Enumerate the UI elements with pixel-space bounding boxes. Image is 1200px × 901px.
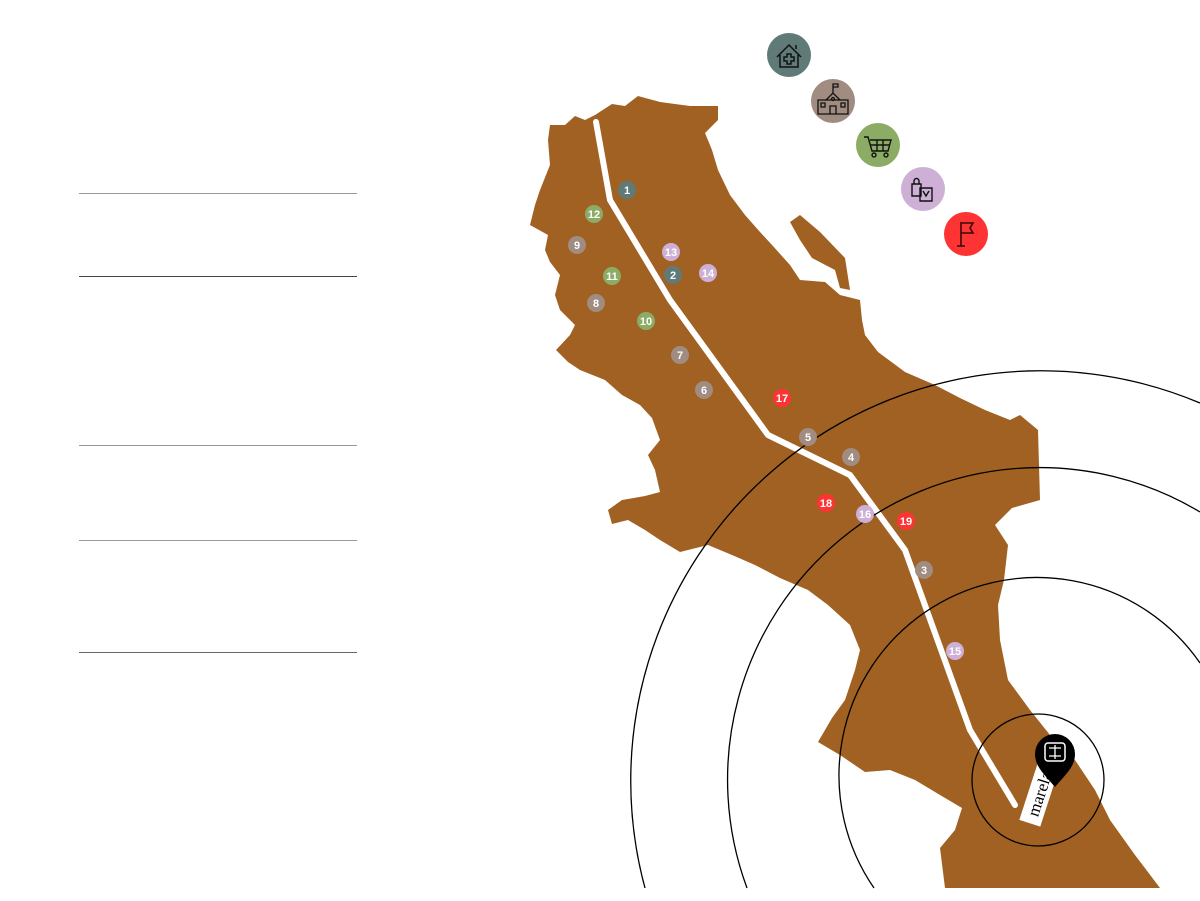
- poi-marker-label: 9: [574, 240, 580, 252]
- poi-marker-1[interactable]: 1: [618, 181, 636, 199]
- poi-marker-16[interactable]: 16: [856, 505, 874, 523]
- poi-marker-11[interactable]: 11: [603, 267, 621, 285]
- poi-marker-9[interactable]: 9: [568, 236, 586, 254]
- pin-emblem: [1044, 742, 1066, 762]
- poi-marker-label: 4: [848, 452, 855, 464]
- legend-shopping[interactable]: [901, 167, 945, 211]
- poi-marker-dot: [587, 294, 605, 312]
- poi-marker-label: 10: [640, 316, 652, 328]
- poi-marker-label: 14: [702, 268, 715, 280]
- poi-marker-dot: [664, 266, 682, 284]
- land-area: [530, 96, 1160, 888]
- flag-icon: [957, 222, 975, 247]
- poi-marker-label: 13: [665, 247, 677, 259]
- poi-marker-15[interactable]: 15: [946, 642, 964, 660]
- distance-ring: [838, 576, 1200, 889]
- poi-marker-12[interactable]: 12: [585, 205, 603, 223]
- poi-marker-6[interactable]: 6: [695, 381, 713, 399]
- poi-marker-dot: [856, 505, 874, 523]
- poi-marker-10[interactable]: 10: [637, 312, 655, 330]
- poi-marker-dot: [618, 181, 636, 199]
- poi-marker-7[interactable]: 7: [671, 346, 689, 364]
- poi-marker-label: 18: [820, 498, 832, 510]
- poi-marker-14[interactable]: 14: [699, 264, 717, 282]
- legend-health[interactable]: [767, 33, 811, 77]
- poi-marker-label: 11: [606, 271, 618, 283]
- distance-ring: [726, 466, 1200, 889]
- poi-marker-dot: [799, 428, 817, 446]
- legend-landmark[interactable]: [944, 212, 988, 256]
- divider-line: [79, 193, 357, 194]
- pin-emblem-pattern: [1049, 745, 1061, 759]
- distance-ring: [630, 370, 1200, 889]
- poi-marker-label: 1: [624, 185, 630, 197]
- poi-marker-dot: [585, 205, 603, 223]
- poi-marker-dot: [671, 346, 689, 364]
- poi-marker-2[interactable]: 2: [664, 266, 682, 284]
- poi-marker-5[interactable]: 5: [799, 428, 817, 446]
- poi-marker-19[interactable]: 19: [897, 512, 915, 530]
- poi-marker-label: 2: [670, 270, 676, 282]
- divider-line: [79, 276, 357, 277]
- poi-marker-18[interactable]: 18: [817, 494, 835, 512]
- poi-marker-13[interactable]: 13: [662, 243, 680, 261]
- divider-line: [79, 445, 357, 446]
- shopping-cart-icon: [864, 136, 892, 158]
- poi-marker-label: 17: [776, 393, 788, 405]
- poi-marker-label: 3: [921, 565, 927, 577]
- poi-marker-8[interactable]: 8: [587, 294, 605, 312]
- health-home-icon: [776, 43, 802, 68]
- legend-grocery[interactable]: [856, 123, 900, 167]
- poi-marker-label: 15: [949, 646, 961, 658]
- poi-marker-dot: [699, 264, 717, 282]
- poi-marker-dot: [817, 494, 835, 512]
- poi-marker-dot: [897, 512, 915, 530]
- poi-marker-dot: [842, 448, 860, 466]
- poi-marker-dot: [637, 312, 655, 330]
- poi-marker-dot: [662, 243, 680, 261]
- poi-marker-label: 6: [701, 385, 707, 397]
- poi-marker-label: 12: [588, 209, 600, 221]
- divider-line: [79, 540, 357, 541]
- poi-marker-dot: [946, 642, 964, 660]
- divider-line: [79, 652, 357, 653]
- poi-marker-17[interactable]: 17: [773, 389, 791, 407]
- poi-marker-dot: [773, 389, 791, 407]
- poi-marker-label: 8: [593, 298, 599, 310]
- poi-marker-dot: [695, 381, 713, 399]
- distance-rings: [630, 370, 1200, 889]
- school-icon: [817, 83, 849, 115]
- poi-marker-4[interactable]: 4: [842, 448, 860, 466]
- shopping-bags-icon: [911, 177, 933, 202]
- route-line: [593, 119, 1018, 808]
- poi-marker-3[interactable]: 3: [915, 561, 933, 579]
- legend: [767, 33, 988, 256]
- poi-marker-label: 16: [859, 509, 871, 521]
- poi-marker-label: 5: [805, 432, 811, 444]
- legend-school[interactable]: [811, 79, 855, 123]
- distance-ring: [971, 713, 1105, 847]
- poi-marker-dot: [603, 267, 621, 285]
- poi-marker-dot: [915, 561, 933, 579]
- poi-marker-label: 19: [900, 516, 912, 528]
- poi-marker-label: 7: [677, 350, 683, 362]
- poi-marker-dot: [568, 236, 586, 254]
